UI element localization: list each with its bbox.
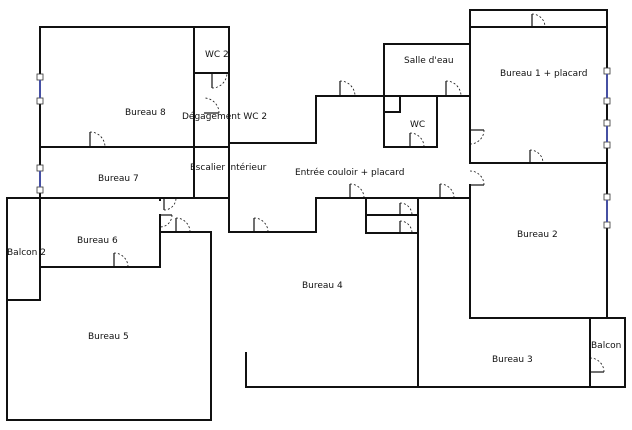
- label-entree-couloir: Entrée couloir + placard: [295, 167, 404, 178]
- door-placard-1: [399, 202, 413, 216]
- door-bureau8: [89, 131, 106, 148]
- wall-corridor-top: [228, 95, 385, 144]
- window-bureau8: [36, 73, 44, 105]
- doors: [89, 13, 605, 373]
- door-wc2: [211, 72, 228, 89]
- label-balcon-2: Balcon 2: [7, 248, 46, 258]
- door-bureau2: [469, 170, 485, 186]
- door-corridor-mid: [349, 183, 365, 199]
- door-salle-deau: [445, 80, 462, 97]
- wall-bureau8-top: [39, 26, 230, 199]
- window-bureau1-a: [603, 67, 611, 105]
- door-corridor-top: [339, 80, 356, 97]
- door-balcon: [589, 357, 605, 373]
- label-escalier-interieur: Escalier intérieur: [190, 162, 267, 173]
- label-degagement-wc-2: Dégagement WC 2: [182, 111, 267, 122]
- door-bureau1-bottom: [529, 149, 544, 164]
- label-bureau-4: Bureau 4: [302, 281, 343, 291]
- label-wc: WC: [410, 120, 425, 130]
- window-bureau7: [36, 164, 44, 194]
- room-labels: Bureau 8 WC 2 Dégagement WC 2 Escalier i…: [7, 50, 621, 365]
- window-bureau2: [603, 193, 611, 229]
- wall-outer-left: [6, 197, 212, 421]
- label-bureau-8: Bureau 8: [125, 108, 166, 118]
- label-salle-deau: Salle d'eau: [404, 56, 454, 66]
- label-balcon: Balcon: [591, 341, 621, 351]
- windows: [36, 67, 611, 229]
- label-bureau-1: Bureau 1 + placard: [500, 69, 587, 79]
- door-bureau1-side: [469, 129, 485, 145]
- label-bureau-5: Bureau 5: [88, 332, 129, 342]
- door-wc: [409, 132, 425, 148]
- door-placard-2: [399, 220, 413, 234]
- door-bureau5: [175, 217, 191, 233]
- wall-corridor-bottom: [228, 197, 471, 233]
- label-bureau-6: Bureau 6: [77, 236, 118, 246]
- door-degagement: [203, 97, 220, 114]
- label-bureau-2: Bureau 2: [517, 230, 558, 240]
- door-bureau6: [113, 252, 129, 268]
- label-wc-2: WC 2: [205, 50, 229, 60]
- door-bureau1-top: [531, 13, 546, 28]
- window-bureau1-b: [603, 119, 611, 149]
- door-bureau4: [253, 217, 269, 233]
- wall-bureau3: [417, 317, 626, 388]
- wall-bureau4: [245, 232, 419, 388]
- door-corridor-end: [439, 183, 455, 199]
- wall-bureau6: [39, 197, 161, 268]
- door-bureau7: [163, 197, 177, 211]
- door-bureau6-side: [159, 214, 173, 228]
- label-bureau-7: Bureau 7: [98, 174, 139, 184]
- wall-salle-deau: [383, 43, 471, 97]
- label-bureau-3: Bureau 3: [492, 355, 533, 365]
